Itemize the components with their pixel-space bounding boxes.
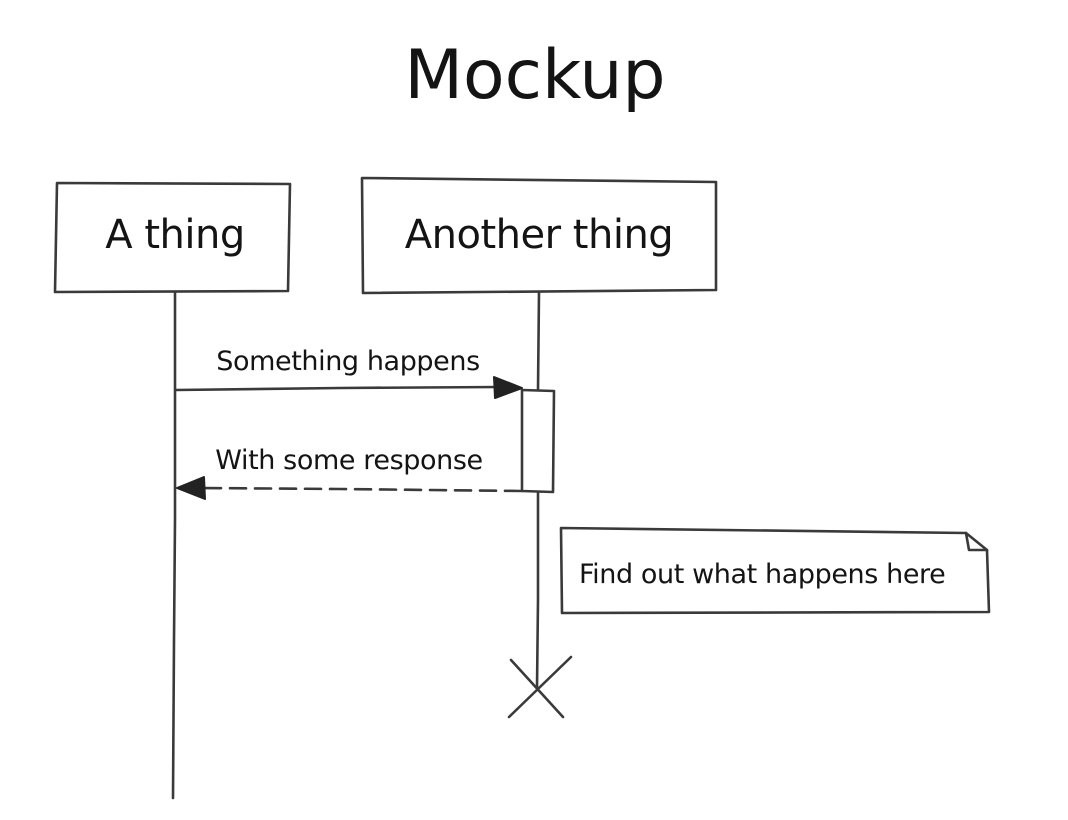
arrowhead-left-icon xyxy=(176,476,206,500)
x-destroy-icon xyxy=(507,655,573,719)
participant-label: Another thing xyxy=(405,212,673,258)
lifeline-a-thing xyxy=(171,290,177,800)
participant-another-thing[interactable]: Another thing xyxy=(360,176,718,295)
message-arrow-line xyxy=(174,385,502,392)
diagram-title: Mockup xyxy=(404,36,665,115)
note-folded-corner-icon xyxy=(964,531,989,552)
participant-box xyxy=(53,181,292,294)
activation-bar xyxy=(520,388,556,494)
participant-a-thing[interactable]: A thing xyxy=(53,181,292,294)
participant-box xyxy=(360,176,718,295)
lifeline-another-thing xyxy=(535,290,541,690)
message-label: Something happens xyxy=(216,346,480,377)
message-label: With some response xyxy=(215,445,482,476)
arrowhead-right-icon xyxy=(493,376,523,399)
message-arrow-line xyxy=(198,486,523,493)
participant-label: A thing xyxy=(105,212,244,258)
message-something-happens[interactable]: Something happens xyxy=(174,346,523,399)
message-with-some-response[interactable]: With some response xyxy=(176,445,523,500)
note-box xyxy=(559,526,991,615)
note[interactable]: Find out what happens here xyxy=(559,526,991,615)
note-text: Find out what happens here xyxy=(579,559,945,590)
